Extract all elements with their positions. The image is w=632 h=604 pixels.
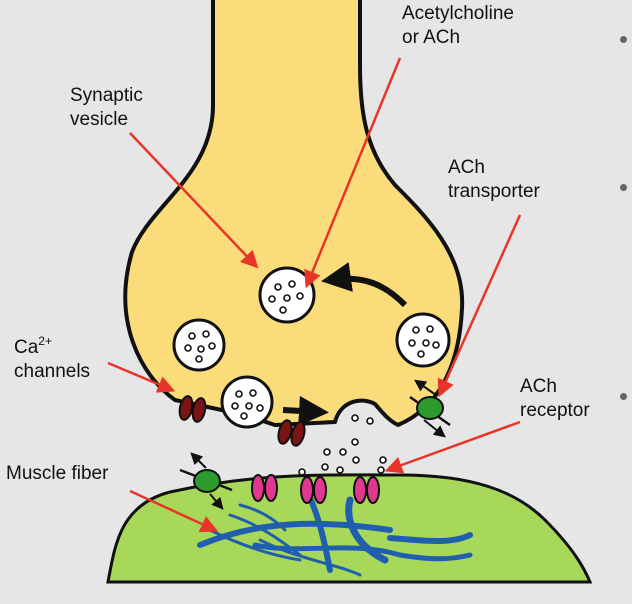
label-muscle-fiber-text: Muscle fiber (6, 463, 109, 484)
ach-molecules (184, 280, 440, 482)
ca-channels (178, 395, 306, 447)
arrow-synaptic-vesicle (129, 132, 259, 269)
label-ca-channels-line2: channels (14, 361, 91, 382)
label-arrows (107, 57, 522, 533)
label-acetylcholine: Acetylcholine or ACh (402, 2, 514, 50)
slide-bullet (620, 184, 627, 191)
label-ach-transporter: ACh transporter (448, 156, 540, 204)
nerve-terminal (123, 0, 465, 427)
label-synaptic-vesicle: Synaptic vesicle (70, 84, 143, 132)
ach-receptors (251, 474, 380, 504)
vesicle (220, 375, 274, 429)
recycling-arrow (321, 262, 408, 308)
arrow-acetylcholine (304, 57, 402, 289)
vesicle (172, 318, 226, 372)
label-ach-transporter-line1: ACh (448, 157, 485, 178)
vesicle (395, 312, 451, 368)
vesicle-arrow (282, 395, 329, 426)
label-ach-receptor-line1: ACh (520, 376, 557, 397)
arrow-ach-transporter (437, 214, 522, 398)
label-ach-transporter-line2: transporter (448, 181, 540, 202)
label-ach-receptor: ACh receptor (520, 375, 590, 423)
label-acetylcholine-line2: or ACh (402, 27, 461, 48)
vesicles (172, 266, 451, 429)
label-ca-superscript: 2+ (38, 334, 52, 348)
arrow-ach-receptor (384, 420, 521, 474)
label-ca-channels: Ca2+ channels (14, 334, 91, 384)
label-acetylcholine-line1: Acetylcholine (402, 3, 514, 24)
muscle-fibrils (197, 495, 473, 577)
label-ach-receptor-line2: receptor (520, 400, 590, 421)
label-ca-base: Ca (14, 337, 39, 358)
slide-bullet (620, 36, 627, 43)
label-ca-channels-line1: Ca2+ (14, 334, 90, 360)
arrow-muscle-fiber (129, 489, 219, 533)
slide-bullet (620, 393, 627, 400)
label-muscle-fiber: Muscle fiber (6, 462, 108, 486)
label-synaptic-vesicle-line2: vesicle (70, 109, 129, 130)
ach-transporters (179, 379, 451, 510)
arrow-ca-channels (107, 361, 176, 393)
label-synaptic-vesicle-line1: Synaptic (70, 85, 143, 106)
